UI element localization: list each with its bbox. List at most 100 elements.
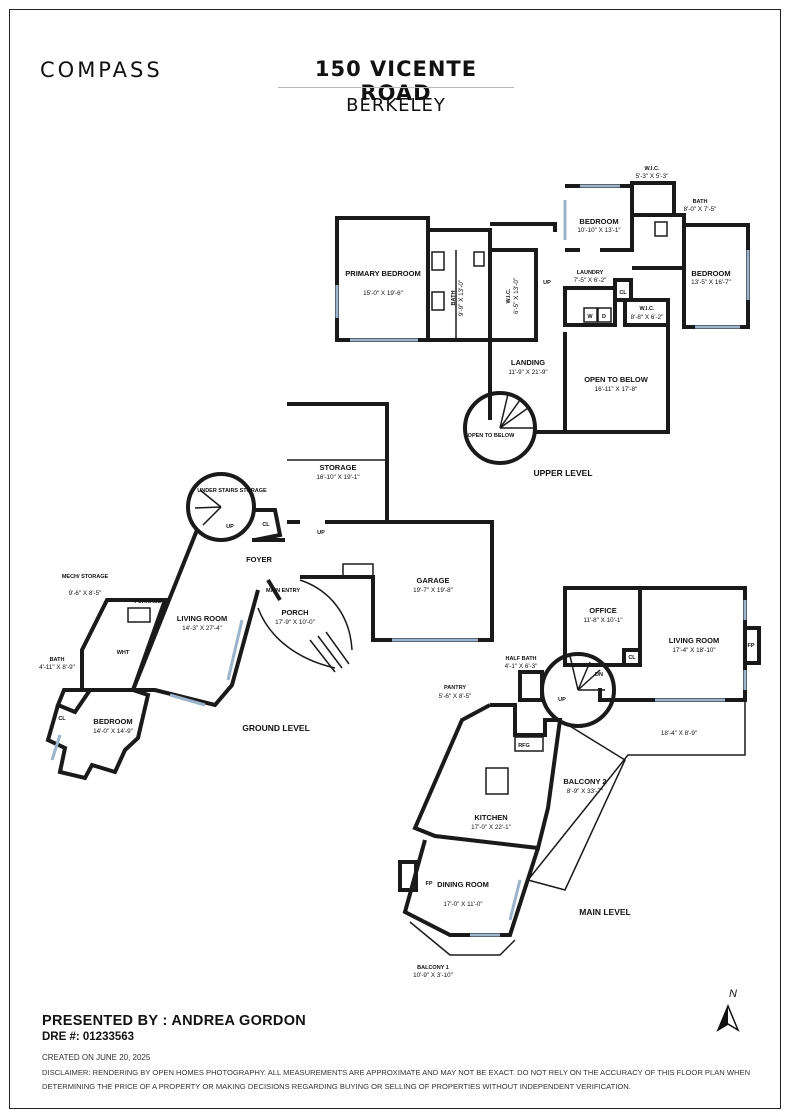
- property-address: 150 VICENTE ROAD: [314, 57, 478, 105]
- room-dimension: 10'-10" X 13'-1": [577, 227, 620, 234]
- room-dimension: 17'-9" X 10'-0": [275, 619, 315, 626]
- room-dimension: 17'-4" X 18'-10": [672, 647, 715, 654]
- half-bath-walls: [518, 670, 544, 702]
- room-label: OPEN TO BELOW: [468, 433, 515, 439]
- room-dimension: 18'-4" X 8'-9": [661, 730, 697, 737]
- island-icon: [485, 767, 509, 795]
- room-dimension: 8'-8" X 6'-2": [631, 314, 664, 321]
- room-label: BALCONY 1: [417, 965, 449, 971]
- level-label-ground: GROUND LEVEL: [242, 723, 310, 733]
- kitchen-walls: [412, 703, 563, 851]
- room-label: PANTRY: [444, 685, 466, 691]
- room-dimension: 5'-6" X 8'-5": [439, 693, 472, 700]
- room-dimension: 8'-9" X 33'-7": [567, 788, 603, 795]
- furnace-icon: [127, 607, 151, 623]
- stair-treads: [499, 393, 535, 429]
- room-label: STORAGE: [320, 463, 357, 472]
- room-dimension: 10'-9" X 3'-10": [413, 972, 453, 979]
- dryer-label: D: [602, 314, 606, 320]
- washer-icon: [583, 307, 598, 323]
- room-label: BATH: [693, 199, 708, 205]
- closet-walls: [254, 508, 283, 542]
- fridge-icon: [514, 736, 544, 752]
- garage-walls: [300, 520, 494, 642]
- room-dimension: 8'-0" X 7'-5": [684, 206, 717, 213]
- room-label: FOYER: [246, 555, 272, 564]
- window: [50, 734, 62, 761]
- bath-ground-walls: [55, 650, 92, 715]
- room-label: W.I.C.: [506, 288, 512, 303]
- room-dimension: 14'-0" X 14'-9": [93, 728, 133, 735]
- room-dimension: 7'-5" X 6'-2": [574, 277, 607, 284]
- room-label: FP: [747, 643, 754, 649]
- window: [508, 879, 522, 921]
- wic-top-walls: [630, 181, 676, 217]
- level-label-upper: UPPER LEVEL: [533, 468, 592, 478]
- primary-wic-walls: [488, 248, 538, 342]
- porch-edge: [257, 607, 336, 669]
- room-label: CL: [628, 655, 636, 661]
- room-dimension: 19'-7" X 19'-8": [413, 587, 453, 594]
- room-label: LANDING: [511, 358, 545, 367]
- balcony2-outline: [527, 719, 626, 891]
- room-dimension: 11'-8" X 10'-1": [583, 617, 622, 624]
- dryer-icon: [597, 307, 612, 323]
- room-label: LIVING ROOM: [177, 614, 227, 623]
- room-label: UNDER STAIRS STORAGE: [197, 488, 267, 494]
- room-dimension: 16'-11" X 17'-8": [595, 386, 638, 393]
- room-label: HALF BATH: [505, 656, 536, 662]
- up-mark: UP: [317, 530, 325, 536]
- room-dimension: 5'-3" X 5'-3": [636, 173, 669, 180]
- sink-icon: [431, 291, 445, 311]
- dn-mark: DN: [595, 672, 603, 678]
- room-dimension: 11'-9" X 21'-9": [508, 369, 547, 376]
- page-border: [9, 9, 781, 1109]
- room-dimension: 6'-5" X 13'-0": [513, 278, 520, 314]
- room-label: CL: [262, 522, 270, 528]
- disclaimer: DISCLAIMER: RENDERING BY OPEN HOMES PHOT…: [42, 1068, 751, 1091]
- primary-bedroom-walls: [335, 216, 430, 342]
- up-mark: UP: [543, 280, 551, 286]
- room-label: WHT: [117, 650, 130, 656]
- room-label: CL: [58, 716, 66, 722]
- laundry-walls: [563, 286, 617, 327]
- washer-label: W: [587, 314, 593, 320]
- created-date: CREATED ON JUNE 20, 2025: [42, 1053, 151, 1062]
- room-label: PRIMARY BEDROOM: [345, 269, 420, 278]
- main-level-plan: [398, 586, 761, 956]
- stair-treads: [194, 489, 222, 526]
- ground-level-plan: [45, 402, 494, 781]
- room-dimension: 16'-10" X 19'-1": [316, 474, 359, 481]
- dre-number: DRE #: 01233563: [42, 1031, 135, 1043]
- window: [226, 619, 244, 681]
- room-label: MAIN ENTRY: [266, 588, 300, 594]
- room-dimension: 13'-5" X 16'-7": [691, 279, 731, 286]
- room-label: OFFICE: [589, 606, 617, 615]
- room-dimension: 14'-3" X 27'-4": [182, 625, 222, 632]
- title-divider: [278, 87, 514, 88]
- room-label: LAUNDRY: [577, 270, 604, 276]
- porch-edge: [299, 579, 353, 651]
- room-dimension: 4'-11" X 8'-9": [39, 664, 75, 671]
- room-label: BALCONY 2: [563, 777, 606, 786]
- room-dimension: 4'-1" X 6'-3": [505, 663, 538, 670]
- room-label: W.I.C.: [640, 306, 655, 312]
- room-dimension: 17'-0" X 11'-0": [443, 901, 482, 908]
- up-mark: UP: [226, 524, 234, 530]
- level-label-main: MAIN LEVEL: [579, 907, 630, 917]
- bath-upper-walls: [632, 213, 686, 270]
- presented-by: PRESENTED BY : ANDREA GORDON: [42, 1013, 307, 1029]
- hall-wall: [490, 222, 557, 232]
- window: [169, 693, 206, 707]
- room-label: BEDROOM: [93, 717, 132, 726]
- fireplace: [398, 860, 418, 892]
- bedroom-ground-walls: [45, 688, 151, 781]
- room-dimension: 17'-0" X 22'-1": [471, 824, 511, 831]
- room-label: FP: [425, 881, 432, 887]
- room-label: FURNACE: [135, 599, 162, 605]
- room-label: LIVING ROOM: [669, 636, 719, 645]
- room-dimension: 9'-6" X 8'-5": [69, 590, 102, 597]
- room-label: RFG: [518, 743, 530, 749]
- room-label: OPEN TO BELOW: [584, 375, 649, 384]
- property-city: BERKELEY: [346, 95, 446, 116]
